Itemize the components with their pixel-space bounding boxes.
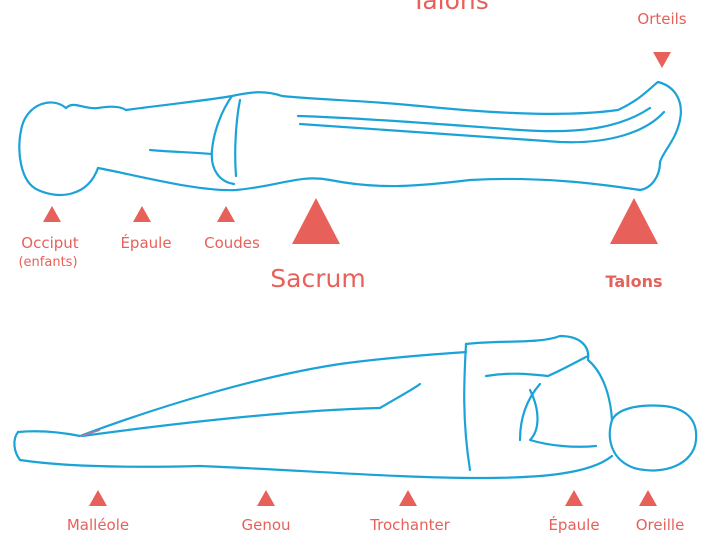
pressure-marker-malleole <box>89 490 107 506</box>
lateral-body-figure <box>14 336 696 478</box>
pressure-marker-orteils <box>653 52 671 68</box>
pressure-marker-genou <box>257 490 275 506</box>
pressure-marker-epaule-lateral <box>565 490 583 506</box>
label-malleole: Malléole <box>67 518 129 533</box>
label-occiput-note: (enfants) <box>18 256 77 269</box>
label-sacrum: Sacrum <box>270 266 365 291</box>
label-epaule-lateral: Épaule <box>548 518 599 533</box>
label-occiput: Occiput <box>21 236 78 251</box>
pressure-marker-coudes <box>217 206 235 222</box>
label-genou: Genou <box>241 518 290 533</box>
pressure-marker-talons <box>610 198 658 244</box>
label-orteils: Orteils <box>637 12 686 27</box>
pressure-marker-oreille <box>639 490 657 506</box>
label-coudes: Coudes <box>204 236 260 251</box>
pressure-marker-occiput <box>43 206 61 222</box>
top-cut-label: Talons <box>411 0 489 13</box>
pressure-marker-sacrum <box>292 198 340 244</box>
label-trochanter: Trochanter <box>370 518 450 533</box>
supine-body-figure <box>19 82 680 195</box>
pressure-marker-trochanter <box>399 490 417 506</box>
pressure-marker-epaule-supine <box>133 206 151 222</box>
label-epaule-supine: Épaule <box>120 236 171 251</box>
label-oreille: Oreille <box>636 518 685 533</box>
label-talons: Talons <box>605 274 662 290</box>
